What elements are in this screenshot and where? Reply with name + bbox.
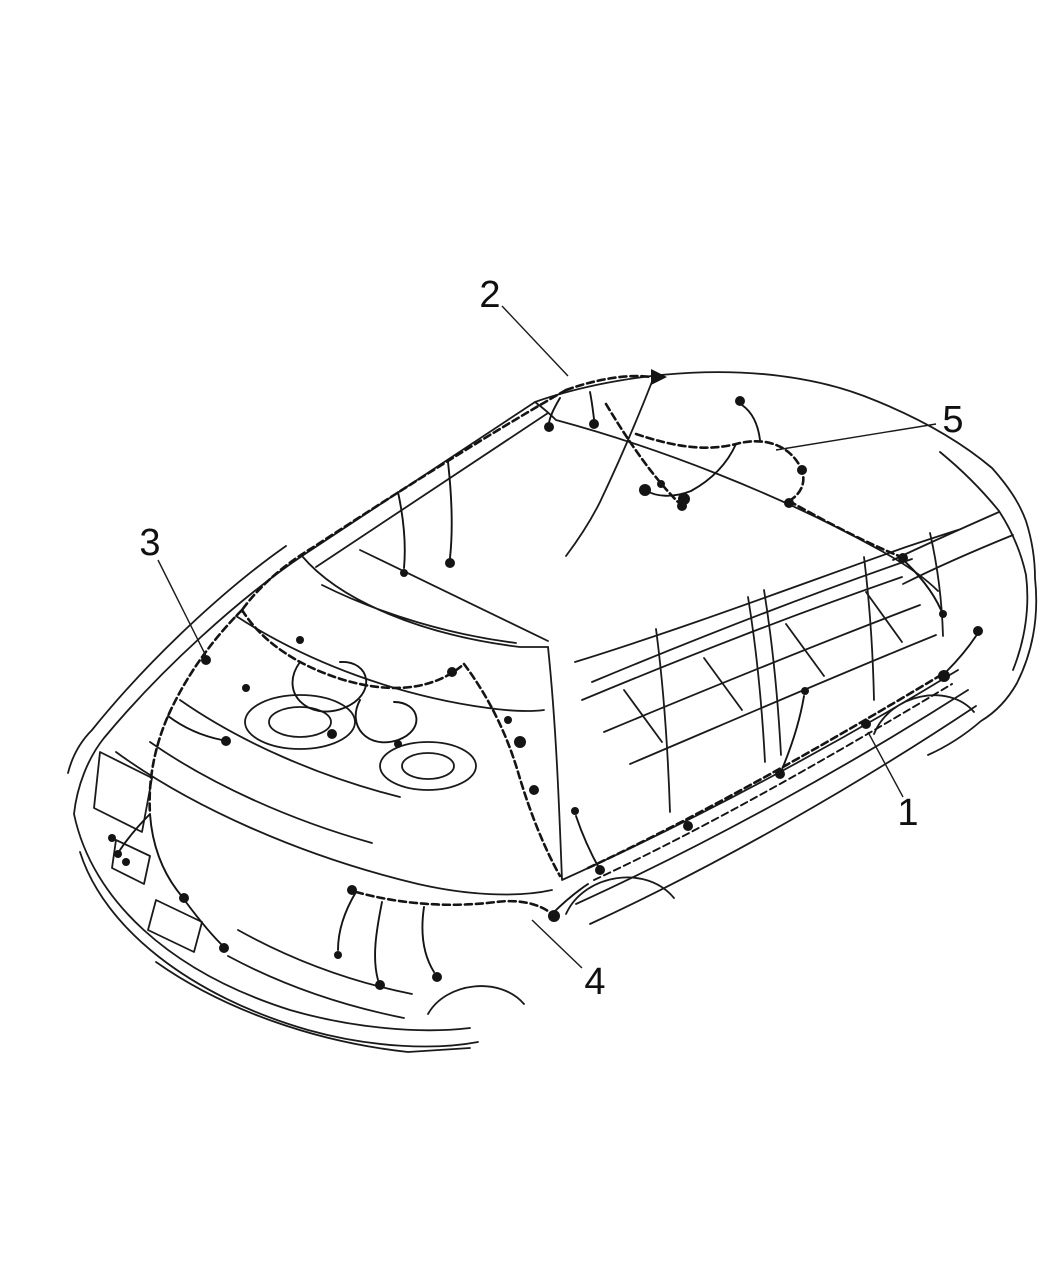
connector (683, 821, 693, 831)
harness-body-side (571, 626, 983, 881)
body-upper-structure (301, 371, 1038, 756)
headliner-harness-connectors (400, 419, 687, 577)
body-side-harness-run-parallel (593, 683, 953, 881)
engine-bay (149, 694, 477, 844)
callout-5: 5 (775, 399, 964, 451)
connector (735, 396, 745, 406)
connector (114, 850, 122, 858)
connector (861, 719, 871, 729)
callout-2: 2 (479, 274, 569, 377)
harness-front-end (334, 883, 589, 990)
connector (296, 636, 304, 644)
connector (504, 716, 512, 724)
connector (108, 834, 116, 842)
harness-rear-door (634, 396, 947, 618)
connector (327, 729, 337, 739)
connector (801, 687, 809, 695)
car-body (67, 371, 1038, 1053)
connector (595, 865, 605, 875)
engine-bay-harness-connectors (108, 636, 539, 953)
floor-pan-lines (581, 558, 937, 765)
connector (514, 736, 526, 748)
connector (898, 553, 908, 563)
harness-engine-bay (108, 608, 562, 953)
front-end-harness-run (354, 890, 554, 916)
callout-5-label: 5 (942, 399, 963, 441)
connector (548, 910, 560, 922)
engine-bay-crossmembers (149, 699, 401, 844)
callout-2-label: 2 (479, 274, 500, 316)
strut-tower-right (379, 741, 477, 791)
connector (589, 419, 599, 429)
connector (400, 569, 408, 577)
callout-2-leader (501, 305, 569, 377)
connector (445, 558, 455, 568)
connector (347, 885, 357, 895)
headliner-harness-run (240, 374, 680, 612)
callout-4: 4 (531, 919, 606, 1003)
body-side-harness-branches (575, 635, 977, 871)
connector (219, 943, 229, 953)
connector (334, 951, 342, 959)
front-end-harness-connectors (334, 885, 560, 990)
interior-floor (581, 558, 937, 765)
strut-tower-right-inner (401, 752, 455, 780)
connector (394, 740, 402, 748)
callout-3-leader (157, 559, 207, 657)
connector (775, 769, 785, 779)
body-side-structure (547, 511, 1014, 925)
engine-bay-harness-run (148, 608, 562, 878)
rear-door-harness-branches (644, 404, 942, 611)
body-side-harness-run (586, 670, 948, 870)
callout-1: 1 (867, 731, 919, 834)
connector (122, 858, 130, 866)
callout-1-leader (867, 731, 904, 798)
connector (179, 893, 189, 903)
connector (639, 484, 651, 496)
connector (544, 422, 554, 432)
strut-tower-left-inner (268, 706, 332, 738)
front-end-harness-branches (337, 883, 589, 981)
callout-4-leader (531, 919, 583, 969)
connector (784, 498, 794, 508)
callout-1-label: 1 (897, 792, 918, 834)
strut-tower-left (244, 694, 356, 750)
connector (432, 972, 442, 982)
connector (529, 785, 539, 795)
rear-door-harness-run (634, 432, 901, 558)
front-end-structure (67, 545, 553, 1053)
connector (571, 807, 579, 815)
headliner-harness-arrow (651, 369, 667, 385)
harness-headliner (240, 369, 687, 612)
connector (973, 626, 983, 636)
engine-bay-harness-branches (119, 661, 418, 945)
callout-3-label: 3 (139, 522, 160, 564)
connector (447, 667, 457, 677)
callouts: 1 2 3 4 5 (139, 274, 963, 1003)
connector (938, 670, 950, 682)
rear-door-harness-connectors (639, 396, 947, 618)
connector (221, 736, 231, 746)
connector (797, 465, 807, 475)
connector (375, 980, 385, 990)
connector (657, 480, 665, 488)
headliner-harness-branches (397, 391, 595, 569)
callout-3: 3 (139, 522, 207, 657)
connector (201, 655, 211, 665)
callout-4-label: 4 (584, 961, 605, 1003)
connector (242, 684, 250, 692)
connector (678, 493, 690, 505)
connector (939, 610, 947, 618)
body-side-harness-connectors (571, 626, 983, 875)
callout-5-leader (775, 423, 937, 451)
